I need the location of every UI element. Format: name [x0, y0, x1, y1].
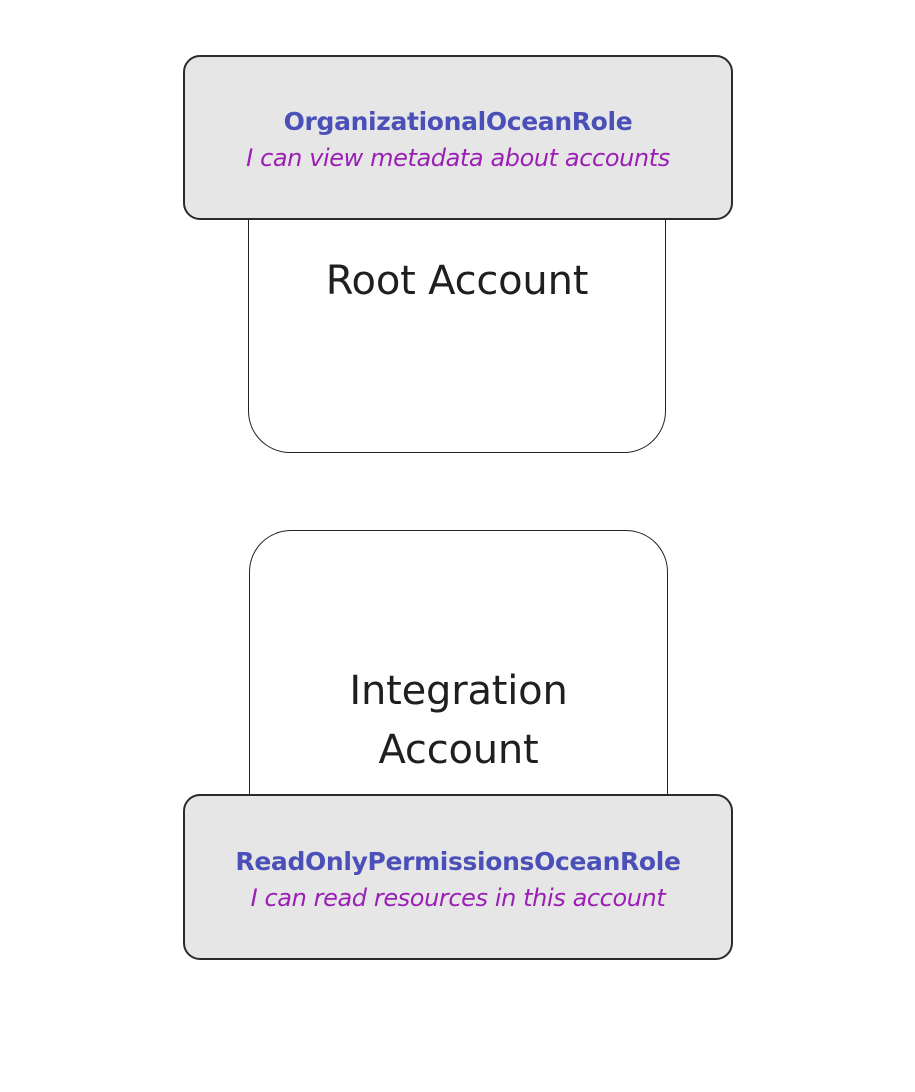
account-box-integration[interactable]: Integration Account — [249, 530, 668, 830]
role-name-readonly-permissions-ocean-role: ReadOnlyPermissionsOceanRole — [235, 847, 681, 877]
role-card-text-block: ReadOnlyPermissionsOceanRole I can read … — [235, 847, 681, 913]
role-card-text-block: OrganizationalOceanRole I can view metad… — [246, 107, 670, 173]
role-description-readonly-permissions-ocean-role: I can read resources in this account — [250, 884, 666, 913]
role-card-readonly-permissions-ocean-role[interactable]: ReadOnlyPermissionsOceanRole I can read … — [183, 794, 733, 960]
account-label-root: Root Account — [325, 258, 589, 304]
account-label-integration: Integration Account — [349, 668, 568, 774]
role-name-organizational-ocean-role: OrganizationalOceanRole — [283, 106, 633, 136]
role-description-organizational-ocean-role: I can view metadata about accounts — [246, 143, 670, 172]
role-card-organizational-ocean-role[interactable]: OrganizationalOceanRole I can view metad… — [183, 55, 733, 220]
